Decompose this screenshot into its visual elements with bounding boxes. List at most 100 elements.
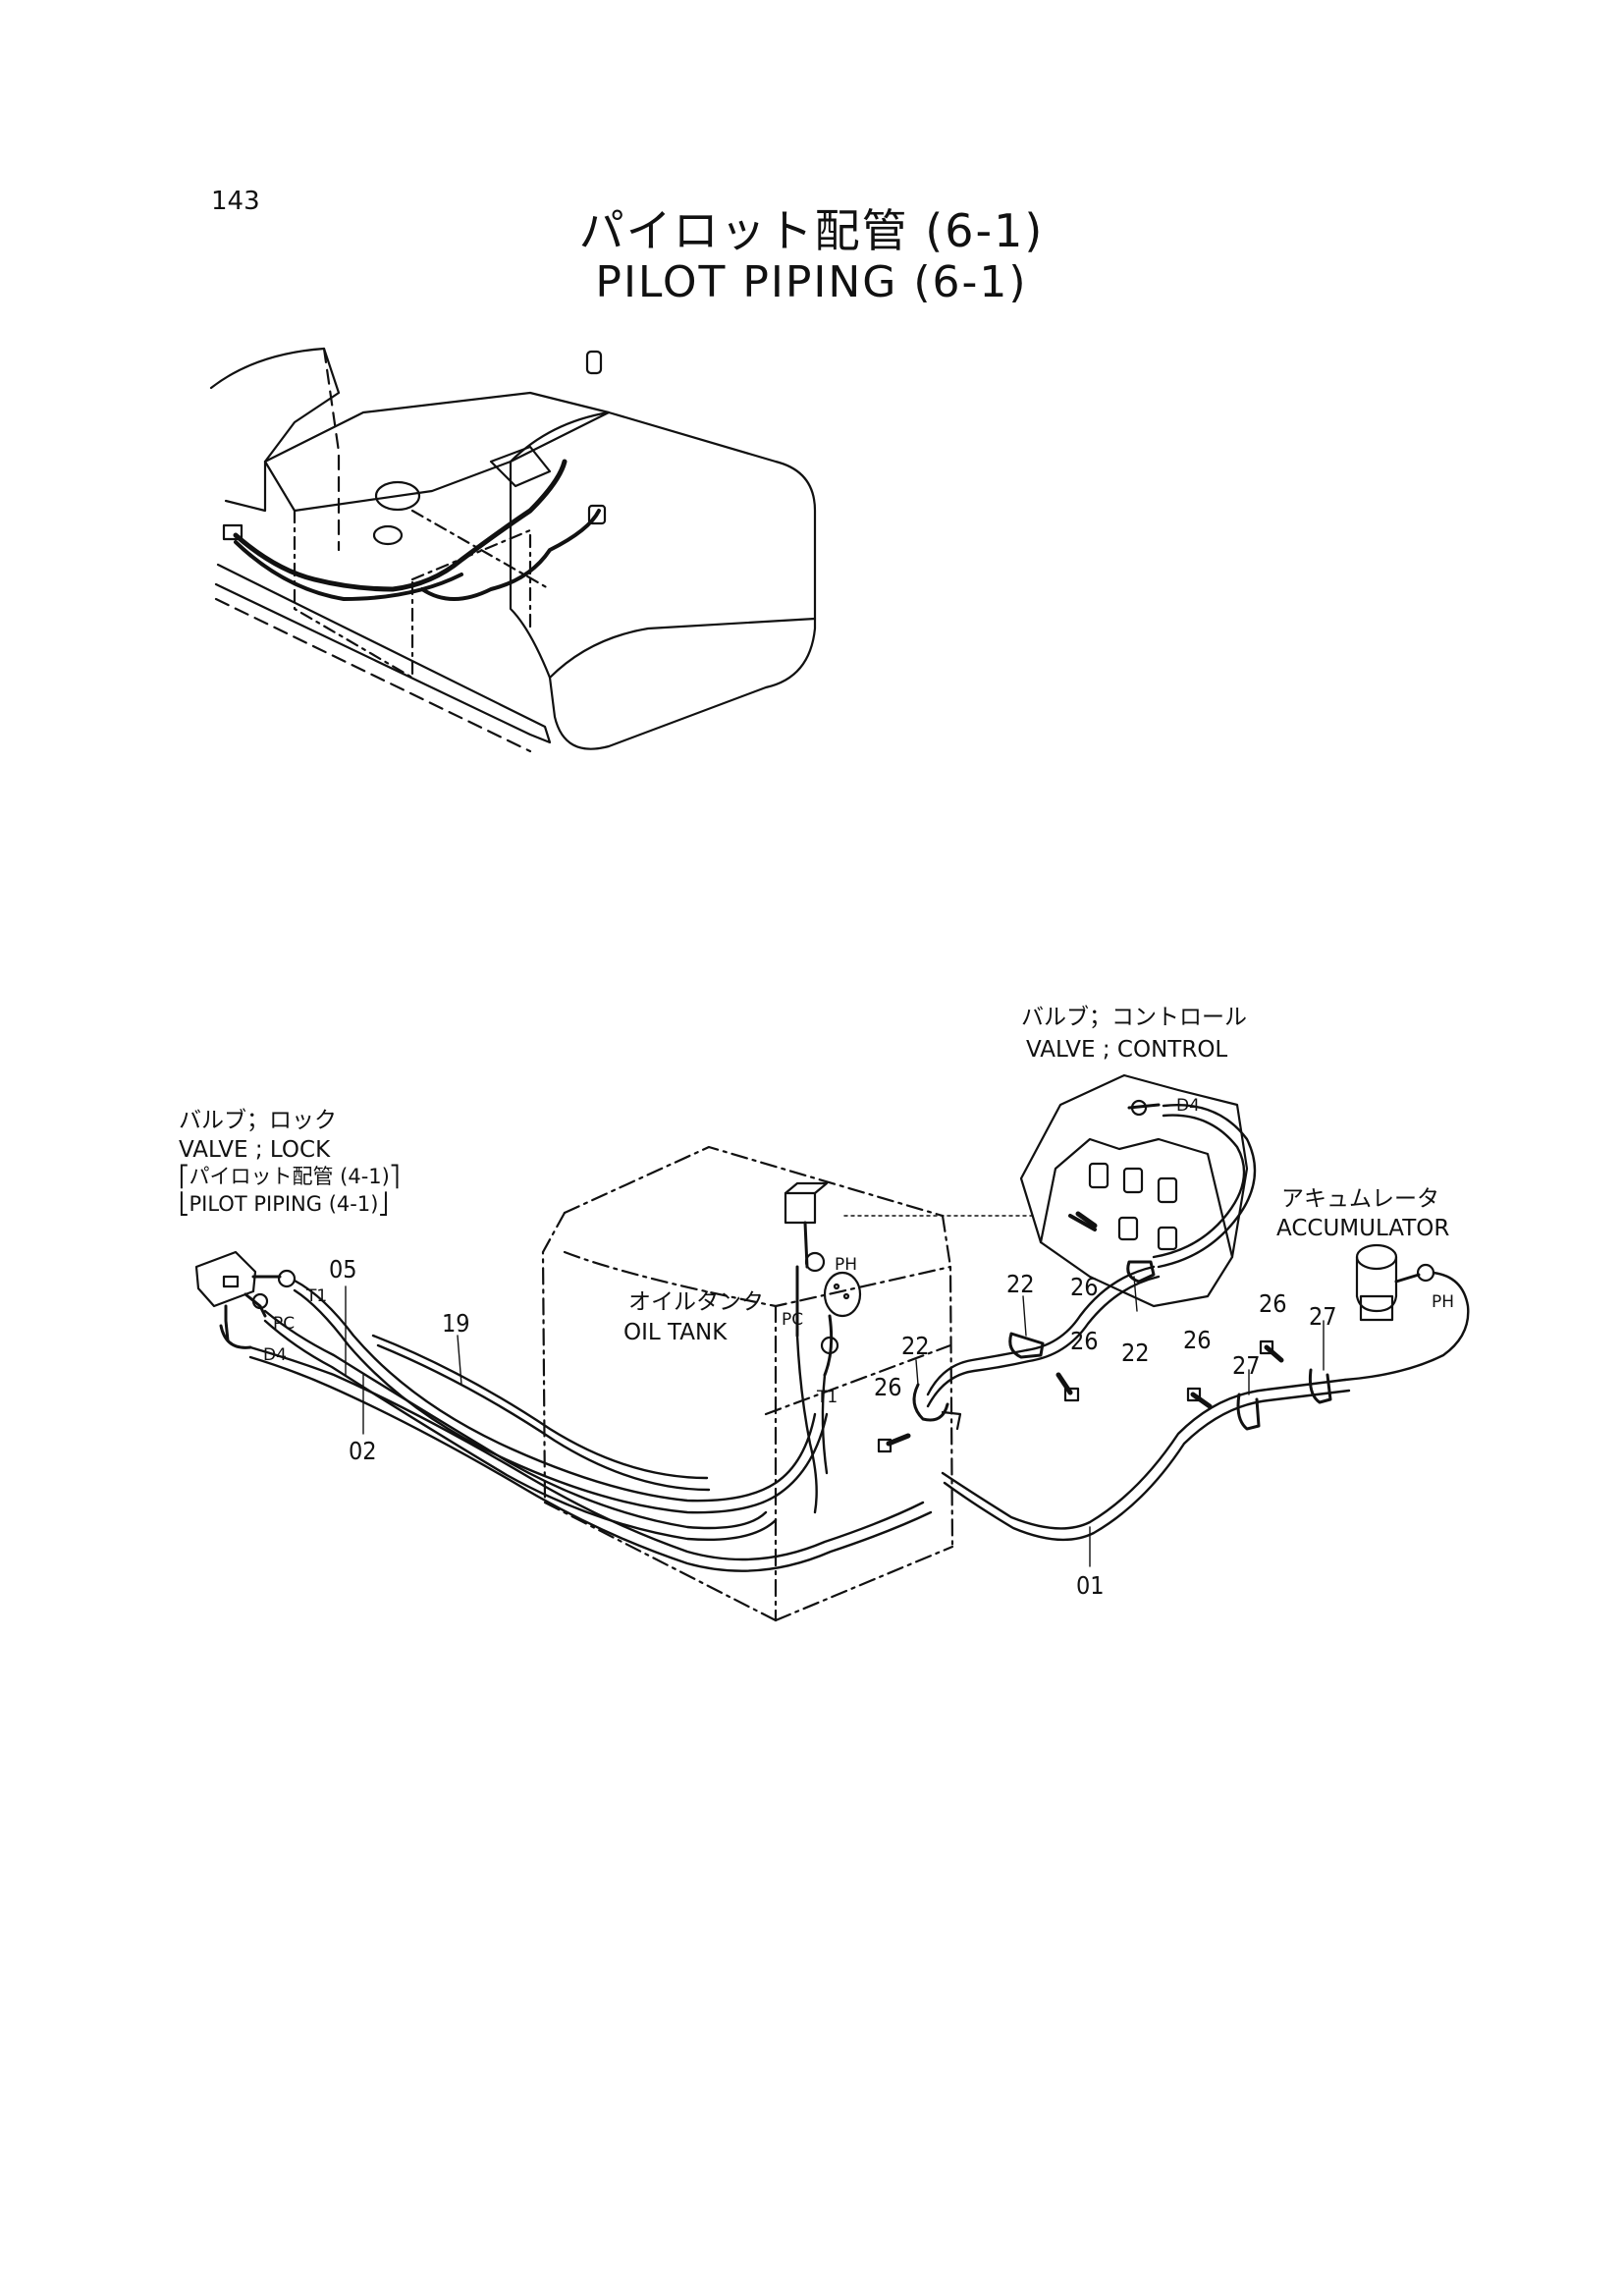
port-label-d4-valve: D4 [1176,1096,1200,1116]
overview-pilot-hoses-2 [234,540,463,601]
tank-fitting-t1 [823,1314,834,1377]
page-title-en: PILOT PIPING (6-1) [595,257,1028,307]
hose-pc [263,1309,768,1530]
accumulator-top [1355,1243,1398,1271]
overview-base-edge [214,597,532,753]
control-valve-spool-3 [1157,1176,1178,1204]
accumulator-fitting-ring [1416,1263,1435,1283]
overview-lock-valve [222,523,243,541]
tank-filter-dot [833,1283,840,1290]
oil-tank-outline [541,1145,1037,1622]
tank-hose-down-1 [795,1334,818,1514]
bolt-26-tank-head [877,1438,893,1453]
hose-01-route [926,1265,1351,1542]
part-leaders [345,1276,1325,1567]
clamp-22-tank [912,1383,949,1422]
control-valve-hose-b [1152,1114,1246,1259]
control-valve-assembly [1019,1073,1257,1308]
tank-solenoid-block [784,1191,817,1225]
overview-control-valve [489,445,552,488]
lock-valve-elbow [219,1324,252,1349]
oil-tank-bottom-right [774,1545,954,1622]
control-valve-spool-5 [1157,1226,1178,1251]
part-number-26-valve: 26 [1070,1273,1099,1301]
control-valve-spool-2 [1122,1167,1144,1194]
lock-valve-fitting-d4 [224,1304,230,1342]
part-number-22-mid: 22 [1006,1270,1035,1298]
bolt-26-tank [886,1433,911,1447]
page-number: 143 [211,187,260,216]
lock-valve-assembly [194,1250,297,1349]
tank-hose-down-2 [821,1373,829,1475]
valve-lock-label-jp: バルブ；ロック [179,1108,337,1133]
port-label-pc-tank: PC [782,1310,804,1330]
tank-fitting-ph-ring [804,1251,826,1273]
oil-tank-front-top [563,1250,952,1308]
hose-pc-b [263,1319,778,1542]
overview-breather [585,350,603,375]
control-valve-spool-1 [1088,1162,1109,1189]
oil-tank-inner-dash [764,1343,952,1416]
lock-valve-fitting-pc [243,1292,267,1318]
hose-d4-b [248,1355,933,1572]
part-number-22-tank: 22 [901,1332,930,1360]
overview-base-plate [214,563,552,744]
accumulator-base [1359,1294,1394,1322]
port-label-ph-accumulator: PH [1432,1292,1455,1312]
overview-accumulator [587,504,607,525]
pilot-ref-en-text: PILOT PIPING (4-1) [189,1192,379,1216]
page-title-jp: パイロット配管 (6-1) [578,204,1045,257]
port-label-t1-left: T1 [306,1286,328,1306]
oil-tank-label-jp: オイルタンク [628,1289,764,1315]
port-label-d4-left: D4 [263,1345,287,1365]
accumulator-assembly [1343,1243,1470,1382]
part-number-26-mid: 26 [1070,1327,1099,1355]
overview-cab [209,347,341,513]
part-number-02: 02 [349,1437,377,1465]
valve-control-label-en: VALVE ; CONTROL [1026,1037,1228,1063]
part-number-26-right: 26 [1183,1326,1212,1354]
hose-19-b [376,1343,711,1492]
hose-01 [941,1378,1347,1530]
bolt-26-far [1264,1344,1284,1363]
hose-d4 [248,1345,925,1561]
hose-22-line [926,1265,1156,1396]
port-label-t1-tank: T1 [817,1388,839,1407]
control-valve-fitting-ring [1130,1099,1148,1117]
accumulator-label-jp: アキュムレータ [1281,1186,1439,1212]
overview-pilot-hoses [233,459,568,592]
clamps-22 [912,1260,1156,1431]
overview-tank-side [293,509,414,680]
accumulator-body [1355,1255,1398,1313]
clamp-22-valve [1126,1260,1156,1284]
overview-tank-edge [410,528,532,630]
overview-tank-body [263,391,611,513]
control-valve-fitting-d4 [1127,1103,1161,1110]
tank-fitting-t1-ring [820,1336,839,1355]
clamp-27-a [1236,1393,1261,1431]
lock-valve-port [222,1275,240,1288]
hose-t1 [293,1279,817,1503]
part-number-27-b: 27 [1309,1302,1337,1331]
overview-counterweight [509,410,817,750]
bolt-26-right [1190,1392,1213,1409]
valve-lock-label-en: VALVE ; LOCK [179,1137,331,1163]
control-valve-bolt [1068,1214,1097,1231]
leader-22-c [1133,1276,1138,1312]
part-number-26-far: 26 [1259,1289,1287,1318]
overview-counterweight-top [548,617,817,680]
clamps-27 [1236,1368,1332,1431]
valve-control-label-jp: バルブ；コントロール [1021,1005,1247,1030]
part-number-27-a: 27 [1232,1351,1261,1380]
pilot-ref-label-en: ⎣PILOT PIPING (4-1)⎦ [179,1192,389,1216]
oil-tank-left-edge [541,1211,567,1504]
hose-19 [371,1334,709,1480]
accumulator-hose [1343,1271,1470,1382]
bolt-26-mid-head [1063,1387,1080,1402]
control-valve-face [1039,1137,1234,1259]
clamp-27-b [1308,1368,1332,1404]
accumulator-label-en: ACCUMULATOR [1276,1216,1450,1241]
hose-t1-b [293,1288,829,1514]
machine-overview-illustration [209,347,817,753]
oil-tank-bottom-left [543,1501,778,1622]
